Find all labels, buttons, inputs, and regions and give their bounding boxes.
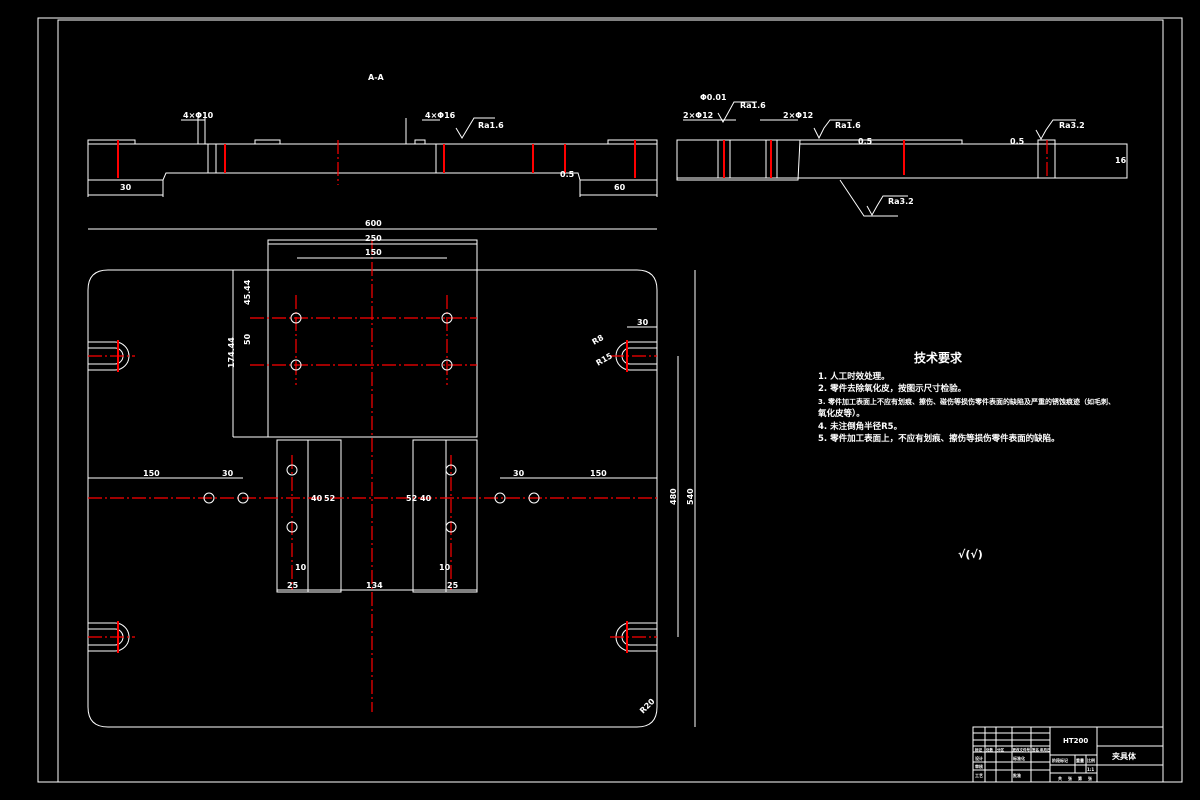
dim-label: 250: [365, 234, 382, 243]
roughness-label: Ra1.6: [740, 101, 766, 110]
tech-req-title: 技术要求: [913, 351, 962, 365]
dim-label: 30: [513, 469, 525, 478]
dim-label: 60: [614, 183, 626, 192]
tech-req-item: 氧化皮等）。: [818, 409, 865, 419]
dim-label: 45.44: [243, 279, 252, 305]
title-cell: 处数: [985, 747, 994, 752]
dim-label: 0.5: [560, 170, 575, 179]
section-view-right: 2×Φ12 2×Φ12 Ra1.6 Ra1.6 Ra3.2 Ra3.2 16 0…: [676, 93, 1128, 217]
dim-label: 30: [222, 469, 234, 478]
roughness-label: Ra3.2: [1059, 121, 1085, 130]
dim-label: R15: [595, 351, 615, 368]
dim-label: 25: [287, 581, 299, 590]
title-cell: 更改文件号: [1013, 747, 1031, 752]
plan-view: 600 250 150 45.44 50 174.44 150 30 30 15…: [87, 219, 696, 728]
dim-label: 480: [669, 488, 678, 505]
dim-label: 0.5: [1010, 137, 1025, 146]
title-cell: 标准化: [1012, 755, 1025, 761]
other-roughness-symbol: √(√): [958, 548, 983, 561]
dim-label: 30: [120, 183, 132, 192]
dim-label: 52: [324, 494, 335, 503]
inner-frame: [57, 19, 1164, 783]
hole-callout: 2×Φ12: [683, 111, 713, 120]
title-cell: 年月日: [1040, 747, 1051, 752]
title-block: HT200 夹具体 标记 处数 分区 更改文件号 签名 年月日 设计 标准化 审…: [972, 726, 1164, 783]
dim-label: Φ0.01: [700, 93, 727, 102]
title-cell: 张: [1088, 775, 1093, 781]
hole-callout: 2×Φ12: [783, 111, 813, 120]
dim-label: 10: [439, 563, 451, 572]
material-label: HT200: [1063, 737, 1088, 745]
roughness-label: Ra3.2: [888, 197, 914, 206]
dim-label: 40: [311, 494, 323, 503]
title-cell: 批准: [1013, 772, 1021, 778]
dim-label: 25: [447, 581, 459, 590]
tech-req-item: 4. 未注倒角半径R5。: [818, 421, 903, 432]
title-cell: 标记: [974, 747, 983, 752]
title-cell: 第: [1078, 775, 1082, 781]
dim-label: 52: [406, 494, 417, 503]
dim-label: 0.5: [858, 137, 873, 146]
title-cell: 分区: [997, 747, 1005, 752]
part-name: 夹具体: [1112, 751, 1137, 761]
title-cell: 审核: [975, 763, 983, 769]
title-cell: 重量: [1076, 757, 1084, 763]
scale-label: 1:1: [1087, 767, 1094, 772]
title-cell: 比例: [1087, 757, 1095, 763]
dim-label: 150: [365, 248, 382, 257]
dim-label: 30: [637, 318, 649, 327]
title-cell: 签名: [1031, 747, 1040, 752]
dim-label: 150: [143, 469, 160, 478]
hole-callout: 4×Φ16: [425, 111, 456, 120]
tech-req-item: 1. 人工时效处理。: [818, 371, 890, 382]
dim-label: 150: [590, 469, 607, 478]
dim-label: 16: [1115, 156, 1127, 165]
dim-label: 600: [365, 219, 382, 228]
dim-label: 10: [295, 563, 307, 572]
section-view-left: 4×Φ10 4×Φ16 Ra1.6 30 60 0.5: [87, 111, 658, 197]
title-cell: 工艺: [975, 772, 983, 778]
section-label: A-A: [368, 73, 385, 82]
dim-label: 40: [420, 494, 432, 503]
tech-req-item: 3. 零件加工表面上不应有划痕、擦伤、碰伤等损伤零件表面的缺陷及严重的锈蚀痕迹（…: [818, 397, 1115, 406]
dim-label: 134: [366, 581, 383, 590]
title-cell: 张: [1068, 775, 1073, 781]
title-cell: 阶段标记: [1052, 757, 1068, 763]
hole-callout: 4×Φ10: [183, 111, 214, 120]
roughness-label: Ra1.6: [835, 121, 861, 130]
roughness-label: Ra1.6: [478, 121, 504, 130]
title-cell: 共: [1058, 775, 1062, 781]
dim-label: 50: [243, 333, 252, 345]
technical-requirements: 技术要求 1. 人工时效处理。 2. 零件去除氧化皮，按图示尺寸检验。 3. 零…: [818, 351, 1115, 446]
tech-req-item: 2. 零件去除氧化皮，按图示尺寸检验。: [818, 384, 967, 394]
dim-label: R8: [591, 333, 606, 347]
dim-label: 174.44: [227, 337, 236, 368]
tech-req-item: 5. 零件加工表面上，不应有划痕、擦伤等损伤零件表面的缺陷。: [818, 434, 1060, 444]
dim-label: 540: [686, 488, 695, 505]
title-cell: 设计: [975, 755, 983, 761]
dim-label: R20: [638, 697, 657, 716]
